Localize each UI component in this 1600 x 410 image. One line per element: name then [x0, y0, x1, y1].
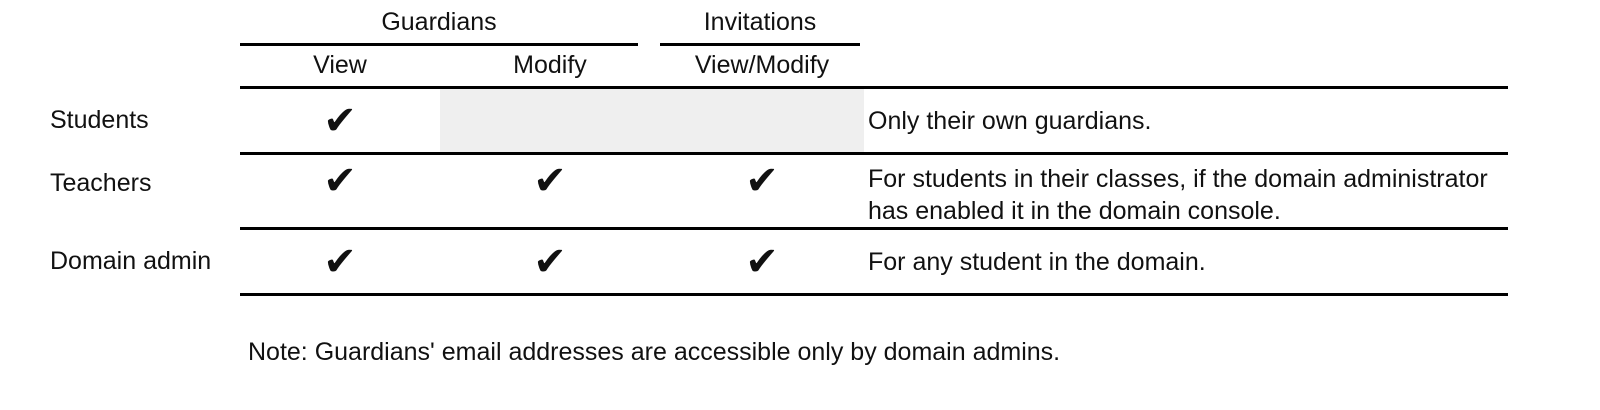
- table-row: Teachers ✔ ✔ ✔ For students in their cla…: [50, 155, 1508, 227]
- cell-domain-admin-guardians-view: ✔: [323, 238, 357, 285]
- group-rule-guardians: [240, 43, 638, 46]
- column-group-header-invitations: Invitations: [703, 8, 817, 36]
- table-note: Note: Guardians' email addresses are acc…: [248, 338, 1061, 366]
- column-group-header-guardians: Guardians: [381, 8, 497, 36]
- cell-domain-admin-guardians-modify: ✔: [533, 238, 567, 285]
- table-row: Domain admin ✔ ✔ ✔ For any student in th…: [50, 230, 1508, 293]
- table-rule-bottom: [240, 293, 1508, 296]
- description-line: Only their own guardians.: [868, 106, 1152, 135]
- table-rule-1: [240, 152, 1508, 155]
- description-line: has enabled it in the domain console.: [868, 197, 1281, 225]
- row-label-teachers: Teachers: [50, 169, 152, 197]
- table-rule-2: [240, 227, 1508, 230]
- row-label-students: Students: [50, 106, 149, 134]
- group-rule-invitations: [660, 43, 860, 46]
- row-shaded-region: [440, 89, 864, 152]
- table-row: Students ✔ Only their own guardians.: [50, 89, 1508, 152]
- table-sub-header-row: View Modify View/Modify: [240, 46, 1508, 86]
- column-header-guardians-modify: Modify: [513, 51, 587, 79]
- guardian-permissions-table: Guardians Invitations View Modify View/M…: [50, 0, 1508, 296]
- row-label-domain-admin: Domain admin: [50, 247, 212, 275]
- description-line: For any student in the domain.: [868, 247, 1206, 276]
- cell-teachers-guardians-view: ✔: [323, 158, 357, 204]
- table-group-header-row: Guardians Invitations: [240, 0, 1508, 46]
- description-line: For students in their classes, if the do…: [868, 165, 1488, 193]
- cell-students-guardians-modify: [440, 89, 660, 152]
- column-header-guardians-view: View: [313, 51, 367, 79]
- cell-domain-admin-invitations: ✔: [745, 238, 779, 285]
- cell-domain-admin-description: For any student in the domain.: [868, 230, 1508, 293]
- cell-students-description: Only their own guardians.: [868, 89, 1508, 152]
- cell-students-guardians-view: ✔: [323, 97, 357, 144]
- cell-students-invitations: [660, 89, 864, 152]
- cell-teachers-description: For students in their classes, if the do…: [868, 155, 1508, 227]
- column-header-invitations-view-modify: View/Modify: [694, 51, 830, 79]
- cell-teachers-invitations: ✔: [745, 158, 779, 204]
- table-rule-top: [240, 86, 1508, 89]
- cell-teachers-guardians-modify: ✔: [533, 158, 567, 204]
